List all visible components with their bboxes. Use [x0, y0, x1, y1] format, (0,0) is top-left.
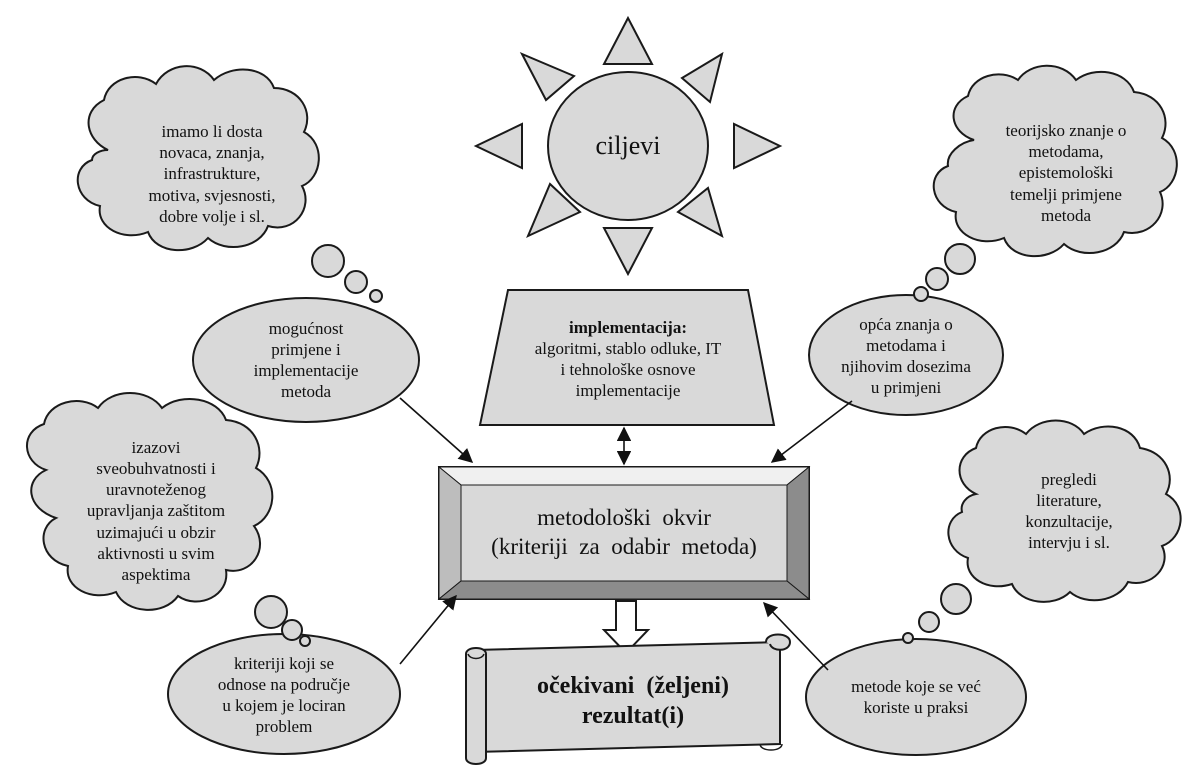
implementation-text: implementacija: algoritmi, stablo odluke… — [486, 306, 770, 412]
arrow-bottom-left — [399, 594, 457, 665]
sun-ray-right — [733, 122, 783, 170]
connector-arrows — [399, 397, 853, 671]
framework-box — [437, 465, 811, 601]
sun-ray-bottom-right — [676, 186, 724, 239]
sun-ray-left — [473, 122, 523, 170]
scroll-top-curl — [765, 633, 792, 651]
result-scroll — [465, 633, 792, 765]
cloud-top-left — [76, 65, 320, 251]
framework-bevel-bottom — [437, 580, 811, 600]
cloud-mid-left — [26, 392, 274, 611]
ellipse-bottom-left-text: kriteriji koji se odnose na područje u k… — [217, 653, 351, 737]
scroll-left-roll-curl — [467, 653, 485, 660]
ellipse-bottom-right-text: metode koje se već koriste u praksi — [851, 676, 981, 717]
bubble-tr-2 — [925, 267, 949, 291]
arrow-bottom-right — [763, 601, 829, 671]
framework-inner — [460, 484, 788, 582]
bubble-tl-3 — [369, 289, 383, 303]
ellipse-top-left-text: mogućnost primjene i implementacije meto… — [253, 318, 359, 402]
cloud-mid-right — [947, 419, 1182, 603]
sun-ray-bottom — [602, 227, 654, 277]
cloud-mid-left-text: izazovi sveobuhvatnosti i uravnoteženog … — [86, 437, 226, 585]
scroll-left-roll — [465, 647, 487, 765]
sun-ray-top — [602, 15, 654, 65]
arrow-top-right — [770, 400, 853, 463]
ellipse-top-right-text: opća znanja o metodama i njihovim dosezi… — [841, 314, 971, 398]
bubble-tr-1 — [944, 243, 976, 275]
cloud-top-right — [932, 64, 1178, 257]
ellipse-top-left — [192, 297, 420, 423]
ellipse-top-right — [808, 294, 1004, 416]
implementation-trapezoid — [478, 289, 776, 426]
down-block-arrow — [601, 600, 651, 655]
implementation-body: algoritmi, stablo odluke, IT i tehnološk… — [534, 338, 722, 401]
cloud-top-right-text: teorijsko znanje o metodama, epistemološ… — [1005, 120, 1127, 225]
cloud-top-left-text: imamo li dosta novaca, znanja, infrastru… — [148, 121, 276, 226]
framework-line2: (kriteriji za odabir metoda) — [491, 534, 757, 559]
bubble-mr-1 — [940, 583, 972, 615]
clouds — [26, 64, 1182, 611]
bubble-tl-1 — [311, 244, 345, 278]
bubble-mr-3 — [902, 632, 914, 644]
bubble-mr-2 — [918, 611, 940, 633]
framework-bevel-right — [786, 465, 810, 601]
framework-bevel-top — [437, 466, 811, 486]
sun-rays — [473, 15, 783, 277]
sun — [473, 15, 783, 277]
thought-bubbles — [254, 243, 976, 647]
sun-ray-top-right — [680, 51, 724, 104]
scroll-bottom-curl — [759, 743, 783, 751]
bubble-tl-2 — [344, 270, 368, 294]
bubble-tr-3 — [913, 286, 929, 302]
implementation-title: implementacija: — [568, 317, 688, 337]
sun-ray-bottom-left — [526, 182, 582, 238]
sun-ray-top-left — [519, 51, 576, 102]
ellipse-bottom-right — [805, 638, 1027, 756]
framework-text: metodološki okvir (kriteriji za odabir m… — [461, 485, 787, 581]
framework-line1: metodološki okvir — [537, 505, 711, 531]
arrow-top-left — [399, 397, 474, 463]
cloud-mid-right-text: pregledi literature, konzultacije, inter… — [1025, 469, 1113, 553]
bubble-ml-3 — [299, 635, 311, 647]
bubble-ml-1 — [254, 595, 288, 629]
sun-core — [547, 71, 709, 221]
result-label: očekivani (željeni) rezultat(i) — [537, 673, 729, 729]
sun-label: ciljevi — [595, 130, 661, 160]
bubble-ml-2 — [281, 619, 303, 641]
framework-bevel-left — [438, 465, 462, 601]
